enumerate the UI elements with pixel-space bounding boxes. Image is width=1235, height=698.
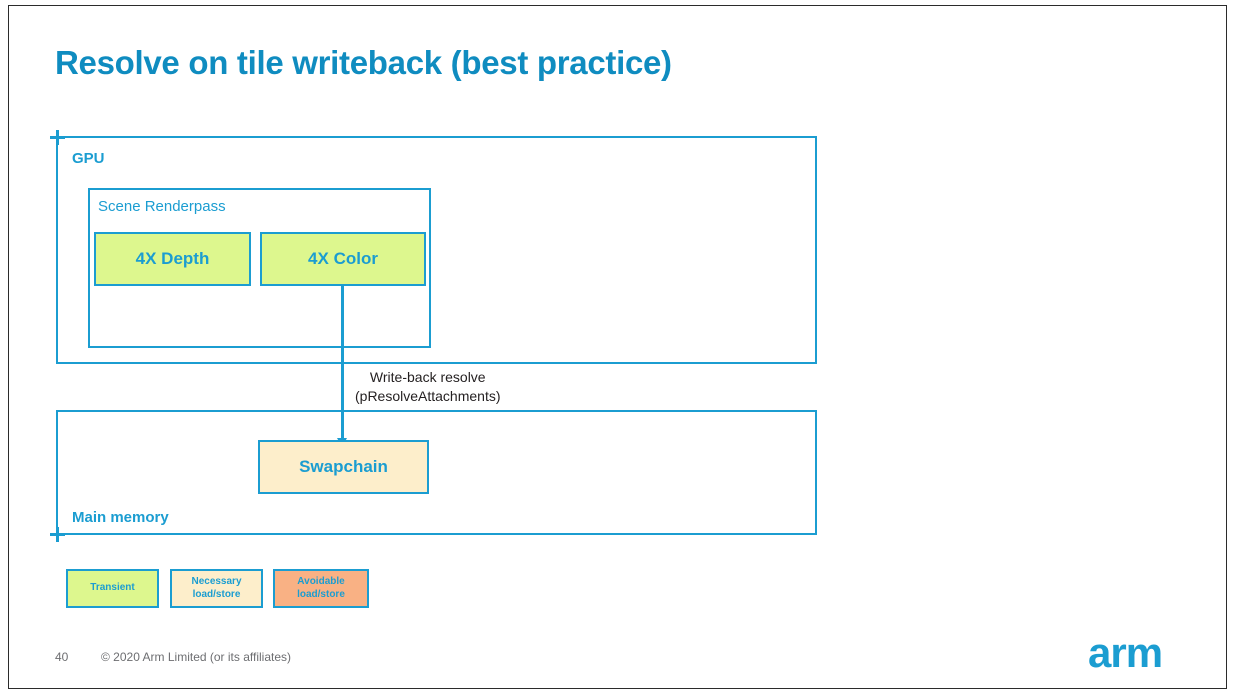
gpu-corner-marker-icon xyxy=(50,130,65,145)
gpu-region-label: GPU xyxy=(72,150,105,167)
footer-page-number: 40 xyxy=(55,650,69,664)
legend-item-transient: Transient xyxy=(66,569,159,608)
gpu-region-box xyxy=(56,136,817,364)
memory-block-swapchain[interactable]: Swapchain xyxy=(258,440,429,494)
arm-logo-icon: arm xyxy=(1088,631,1163,676)
legend-item-avoidable: Avoidable load/store xyxy=(273,569,369,608)
main-memory-corner-marker-icon xyxy=(50,527,65,542)
resolve-arrow-label-line2: (pResolveAttachments) xyxy=(355,387,501,404)
resolve-arrow-label: Write-back resolve (pResolveAttachments) xyxy=(355,368,501,406)
scene-renderpass-box xyxy=(88,188,431,348)
main-memory-region-box xyxy=(56,410,817,535)
attachment-block-color[interactable]: 4X Color xyxy=(260,232,426,286)
svg-text:arm: arm xyxy=(1088,631,1162,676)
legend-item-necessary: Necessary load/store xyxy=(170,569,263,608)
resolve-arrow-label-line1: Write-back resolve xyxy=(369,369,486,385)
main-memory-region-label: Main memory xyxy=(72,509,169,526)
slide-canvas: Resolve on tile writeback (best practice… xyxy=(8,5,1227,689)
scene-renderpass-label: Scene Renderpass xyxy=(98,198,226,215)
footer-copyright: © 2020 Arm Limited (or its affiliates) xyxy=(101,650,292,664)
resolve-arrow-line xyxy=(341,286,344,442)
attachment-block-depth[interactable]: 4X Depth xyxy=(94,232,251,286)
page-title: Resolve on tile writeback (best practice… xyxy=(55,44,672,81)
